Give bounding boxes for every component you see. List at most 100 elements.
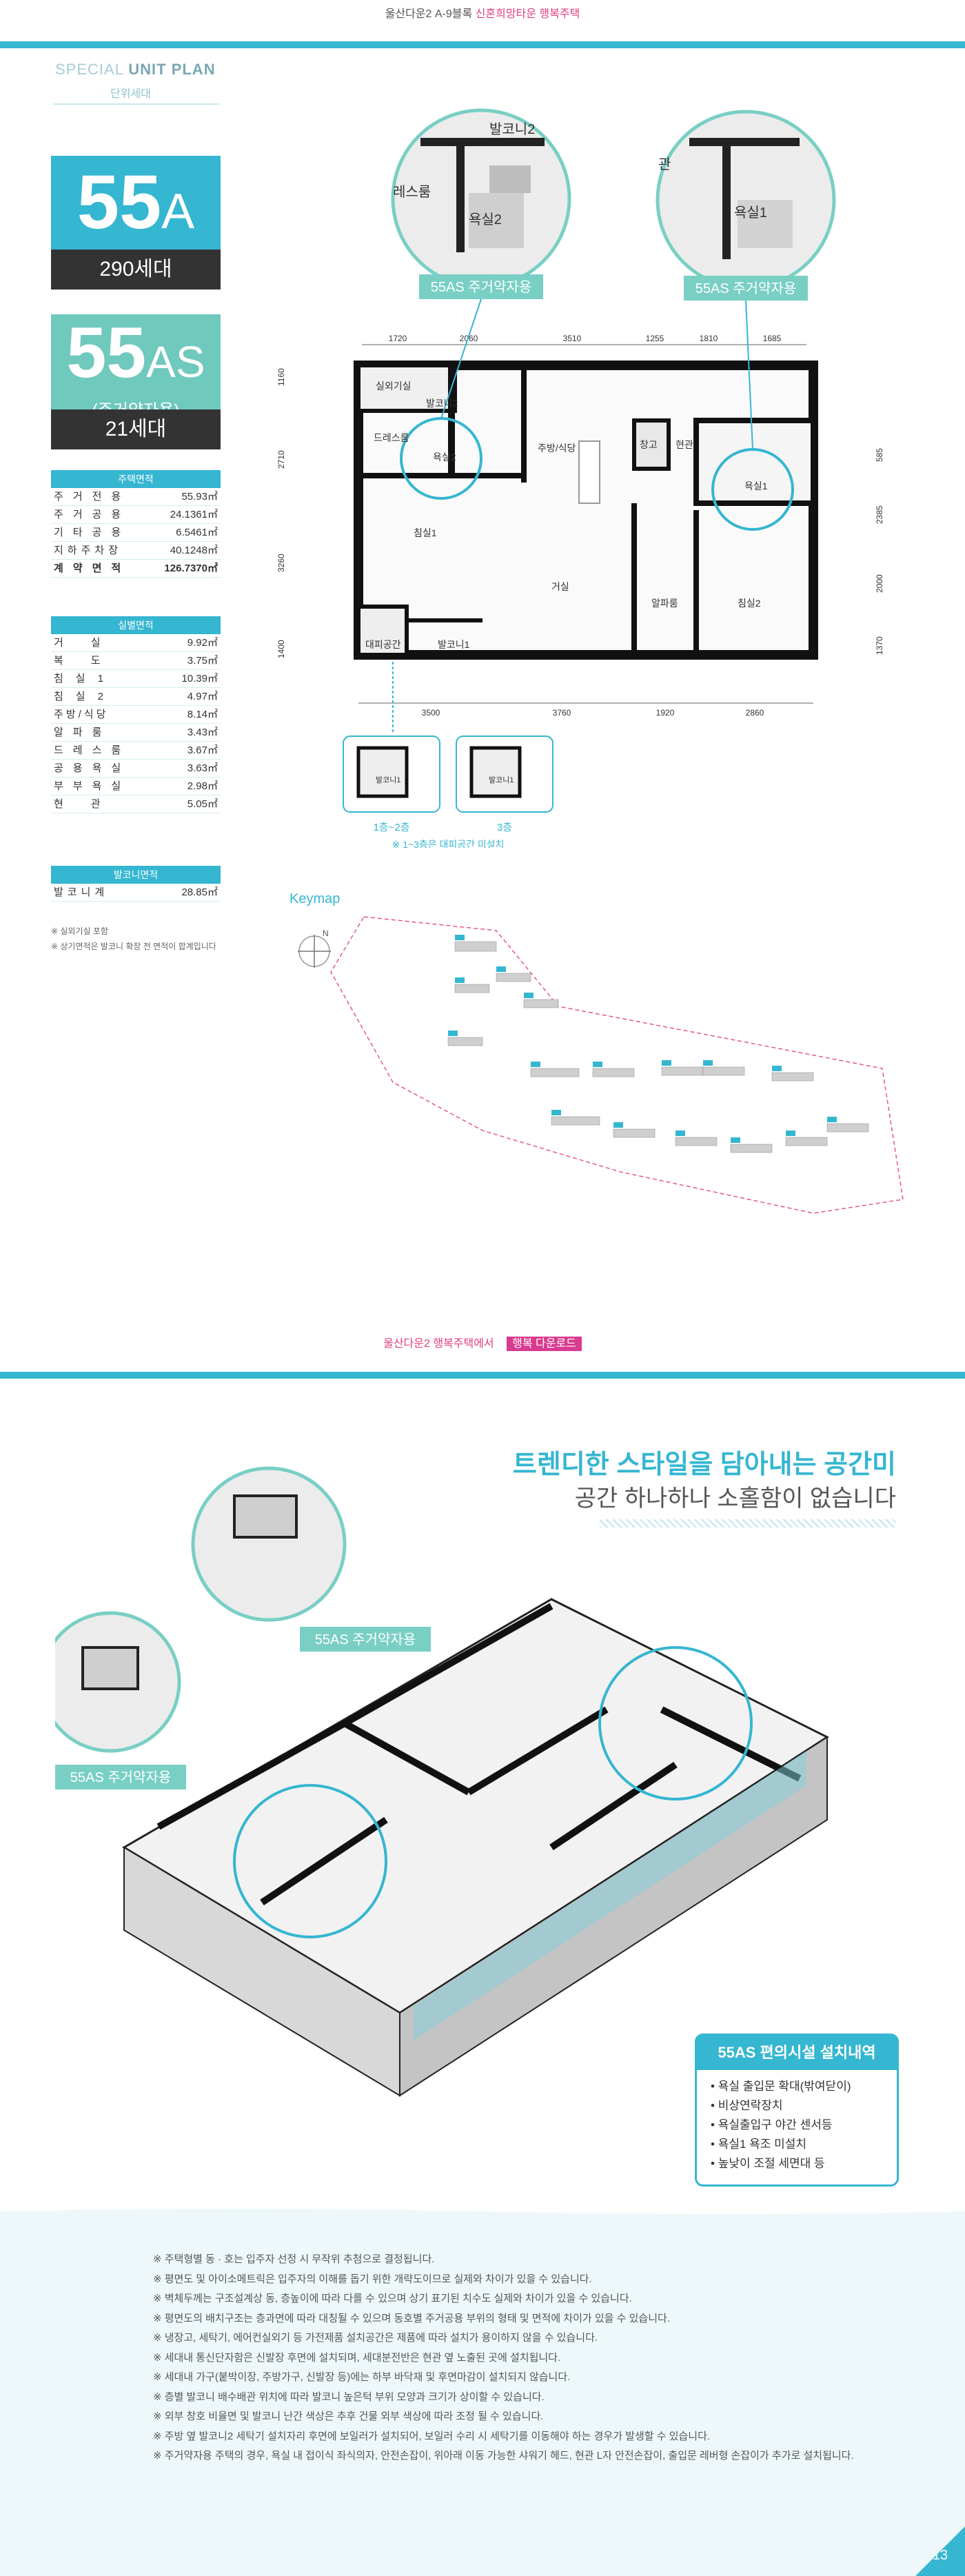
row-value: 9.92㎡ bbox=[187, 637, 218, 649]
iso-highlight-1 bbox=[233, 1784, 387, 1938]
unit-as-badge: 55AS (주거약자용) bbox=[51, 313, 221, 420]
row-value: 126.7370㎡ bbox=[164, 562, 218, 574]
row-value: 3.75㎡ bbox=[187, 655, 218, 667]
row-label: 기타공용 bbox=[54, 527, 131, 538]
unit-as-letter: AS bbox=[146, 337, 205, 387]
row-value: 3.63㎡ bbox=[187, 762, 218, 774]
circle2-room-bath: 욕실1 bbox=[734, 205, 767, 221]
section-title: SPECIAL UNIT PLAN bbox=[55, 61, 216, 79]
mini-plan-note: ※ 1~3층은 대피공간 미설치 bbox=[392, 839, 504, 848]
site-boundary bbox=[330, 916, 904, 1214]
section-title-bold: UNIT PLAN bbox=[128, 61, 216, 78]
iso-walls bbox=[156, 1603, 802, 1906]
room-evac: 대피공간 bbox=[365, 639, 401, 650]
row-value: 5.05㎡ bbox=[187, 798, 218, 810]
building-blocks bbox=[447, 941, 869, 1153]
mini-plan-2-room: 발코니1 bbox=[489, 775, 514, 784]
top-dimensions: 1720 2060 3510 1255 1810 1685 bbox=[362, 334, 806, 345]
bottom-dimensions: 3500 3760 1920 2860 bbox=[358, 702, 813, 718]
unit-a-households: 290세대 bbox=[51, 250, 221, 290]
table-row: 주방/식당 8.14㎡ bbox=[51, 706, 221, 724]
mid-divider bbox=[0, 1372, 965, 1379]
dim-top: 3510 bbox=[563, 334, 582, 343]
room-alpha: 알파룸 bbox=[651, 598, 678, 609]
room-bath2: 욕실2 bbox=[433, 452, 456, 463]
row-value: 8.14㎡ bbox=[187, 709, 218, 720]
room-balcony2: 발코니2 bbox=[426, 398, 458, 409]
table-row: 복도 3.75㎡ bbox=[51, 652, 221, 670]
room-bed1: 침실1 bbox=[414, 527, 437, 538]
left-notes: ※ 실외기실 포함 ※ 상기면적은 발코니 확장 전 면적이 합계입니다 bbox=[51, 924, 216, 954]
row-label: 부부욕실 bbox=[54, 780, 131, 792]
header-title: 울산다운2 A-9블록 신혼희망타운 행복주택 bbox=[0, 4, 965, 21]
unit-a-badge: 55A bbox=[51, 156, 221, 250]
row-value: 40.1248㎡ bbox=[170, 545, 218, 556]
row-value: 4.97㎡ bbox=[187, 691, 218, 702]
building-markers bbox=[448, 935, 837, 1143]
note-item: ※ 주택형별 동 · 호는 입주자 선정 시 무작위 추첨으로 결정됩니다. bbox=[153, 2253, 435, 2265]
table-row: 침실2 4.97㎡ bbox=[51, 688, 221, 706]
mid-footer-text: 울산다운2 행복주택에서 bbox=[383, 1338, 494, 1350]
keymap-title: Keymap bbox=[290, 891, 341, 906]
row-label: 공용욕실 bbox=[54, 762, 131, 774]
plan-walls bbox=[354, 361, 818, 660]
list-item: 욕실1 욕조 미설치 bbox=[711, 2135, 883, 2154]
note-item: ※ 외부 창호 비율면 및 발코니 난간 색상은 추후 건물 외부 색상에 따라… bbox=[153, 2411, 544, 2422]
mini-plan-1-room: 발코니1 bbox=[376, 775, 400, 784]
circle-label-2: 55AS 주거약자용 bbox=[695, 281, 796, 296]
room-storage: 창고 bbox=[640, 439, 658, 450]
facility-list: 욕실 출입문 확대(밖여닫이) 비상연락장치 욕실출입구 야간 센서등 욕실1 … bbox=[697, 2070, 897, 2180]
unit-as-number: 55 bbox=[66, 313, 147, 393]
dim-top: 1685 bbox=[763, 334, 782, 343]
room-bath1: 욕실1 bbox=[744, 480, 768, 491]
row-label: 복도 bbox=[54, 655, 128, 667]
mini-plan-2-label: 3층 bbox=[497, 822, 512, 833]
mid-footer-tag: 행복 다운로드 bbox=[507, 1337, 582, 1351]
detail-circle-2: 관 욕실1 bbox=[656, 110, 836, 290]
dim-top: 1810 bbox=[700, 334, 718, 343]
circle1-room-bath: 욕실2 bbox=[469, 212, 502, 227]
left-dimensions: 1160 2710 3260 1400 bbox=[276, 368, 286, 658]
keymap: N bbox=[298, 916, 904, 1214]
header-title-prefix: 울산다운2 A-9블록 bbox=[385, 8, 473, 20]
note-item: ※ 주거약자용 주택의 경우, 욕실 내 접이식 좌식의자, 안전손잡이, 위아… bbox=[153, 2450, 854, 2462]
room-entrance: 현관 bbox=[676, 439, 693, 450]
dim-top: 1720 bbox=[389, 334, 407, 343]
note-item: ※ 냉장고, 세탁기, 에어컨실외기 등 가전제품 설치공간은 제품에 따라 설… bbox=[153, 2332, 598, 2344]
row-label: 드레스룸 bbox=[54, 744, 131, 756]
dim-left: 2710 bbox=[276, 450, 286, 469]
row-label: 주거전용 bbox=[54, 491, 131, 503]
row-label: 알파룸 bbox=[54, 727, 112, 738]
dim-right: 1370 bbox=[875, 636, 882, 655]
left-note: ※ 상기면적은 발코니 확장 전 면적이 합계입니다 bbox=[51, 942, 216, 951]
iso-label-1: 55AS 주거약자용 bbox=[70, 1769, 171, 1785]
circle1-room-balcony2: 발코니2 bbox=[489, 121, 535, 137]
row-value: 6.5461㎡ bbox=[176, 527, 218, 538]
table-row: 기타공용 6.5461㎡ bbox=[51, 524, 221, 542]
circle2-room-entrance: 관 bbox=[658, 156, 671, 172]
dim-right: 585 bbox=[875, 448, 882, 462]
headline-hatch bbox=[600, 1519, 896, 1528]
note-item: ※ 평면도의 배치구조는 층과면에 따라 대칭될 수 있으며 동호별 주거공용 … bbox=[153, 2312, 670, 2324]
section-divider bbox=[54, 103, 219, 105]
row-value: 3.67㎡ bbox=[187, 744, 218, 756]
iso-label-2: 55AS 주거약자용 bbox=[315, 1632, 416, 1647]
row-label: 주방/식당 bbox=[54, 709, 109, 720]
unit-a-letter: A bbox=[161, 184, 195, 239]
right-dimensions: 585 2385 2000 1370 bbox=[875, 448, 882, 655]
row-label: 침실2 bbox=[54, 691, 116, 702]
room-bed2: 침실2 bbox=[738, 598, 761, 609]
row-value: 3.43㎡ bbox=[187, 727, 218, 738]
note-item: ※ 층별 발코니 배수배관 위치에 따라 발코니 높은턱 부위 모양과 크기가 … bbox=[153, 2391, 545, 2403]
notes-wave bbox=[0, 2206, 965, 2214]
